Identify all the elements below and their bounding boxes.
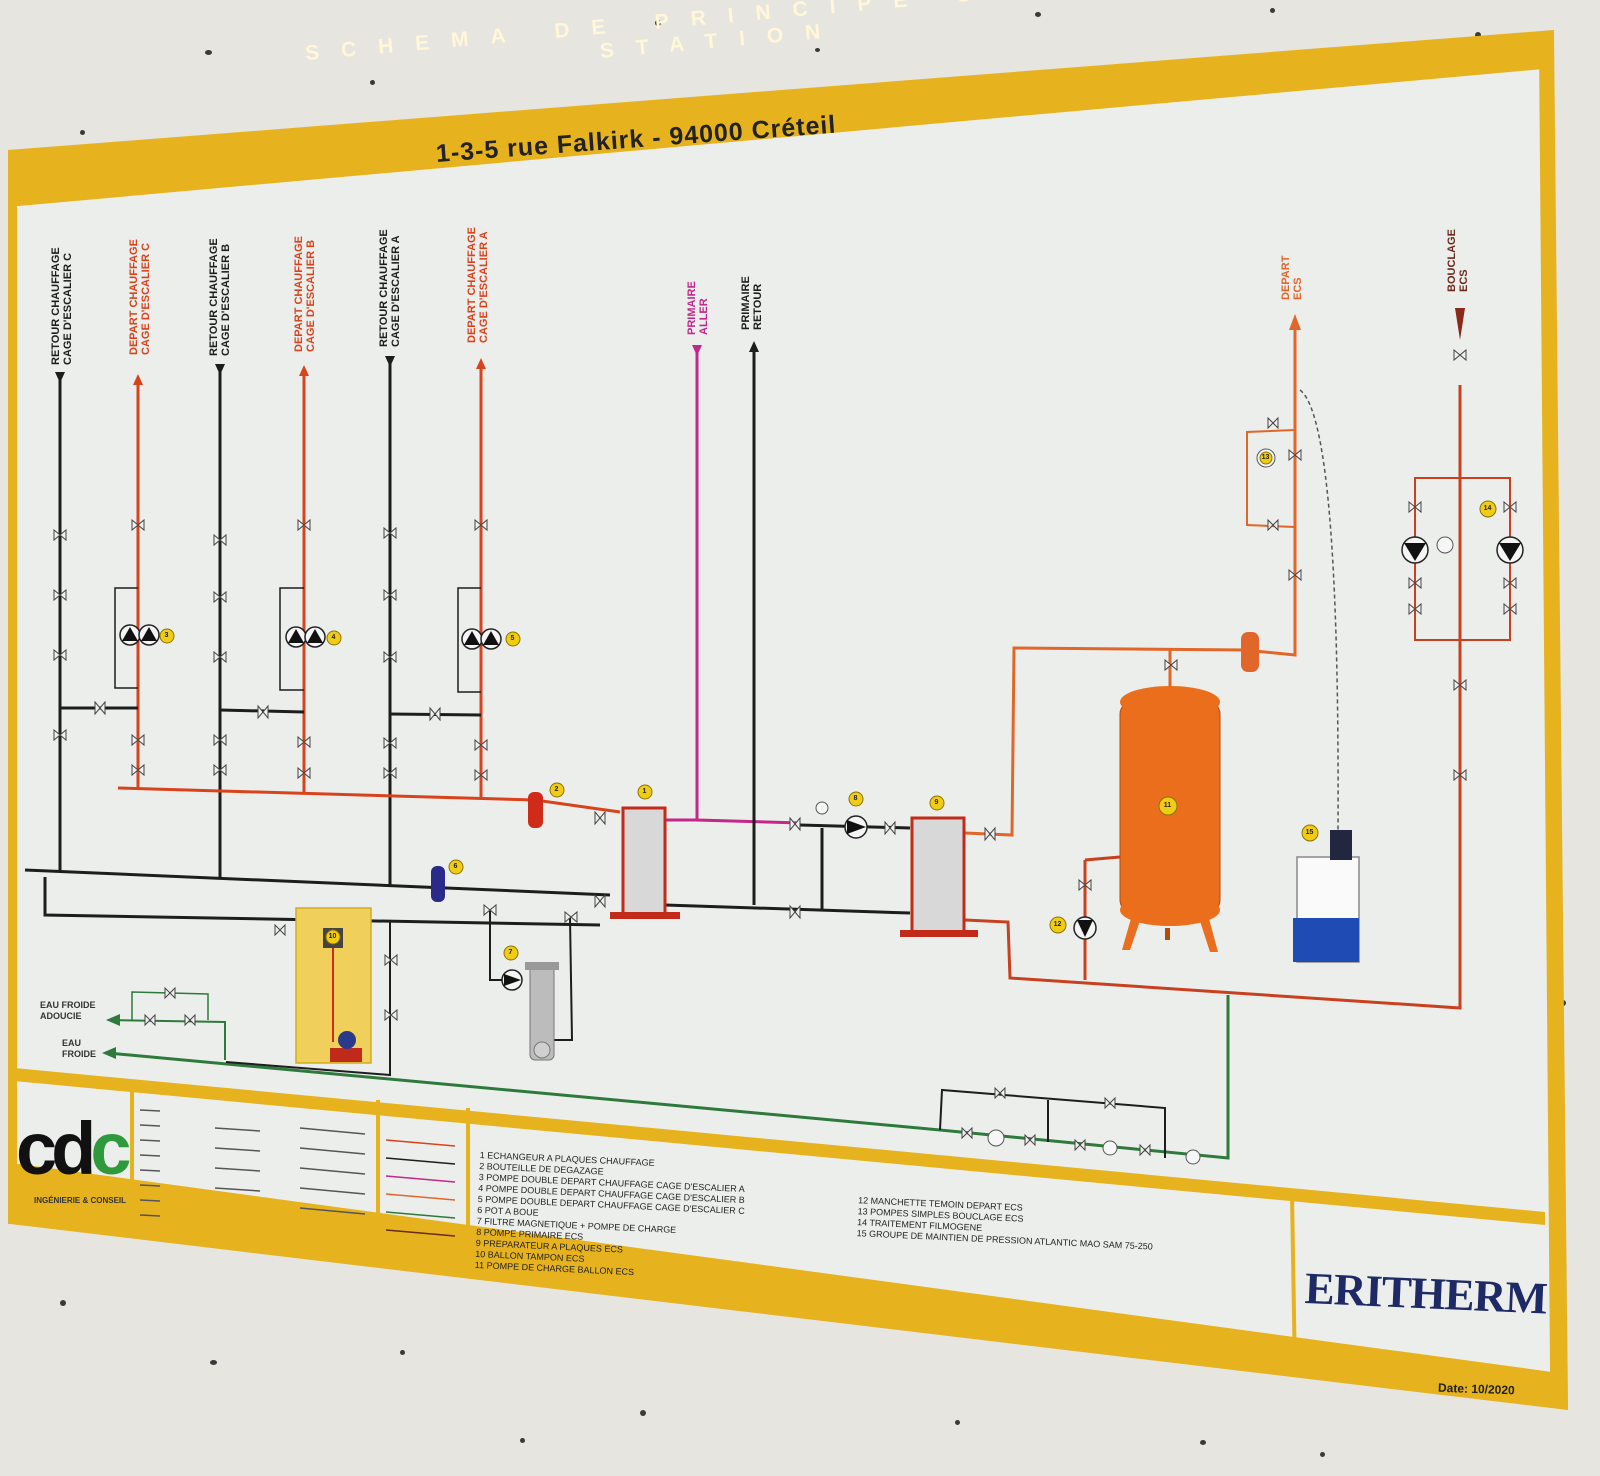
pipe-tank-to-charge	[1084, 855, 1121, 862]
wall-speck	[640, 1410, 646, 1416]
wall-speck	[815, 48, 820, 52]
red-degassing-bottle	[528, 792, 543, 828]
callout-number: 13	[1261, 454, 1270, 461]
pipe-retour-to-hx	[664, 903, 911, 915]
pump-loop-b	[279, 587, 304, 691]
pipe-ecs-meter-loop	[1246, 429, 1296, 528]
input-cold-water-label: EAU FROIDE	[62, 1038, 97, 1059]
wall-speck	[1475, 32, 1481, 38]
valves	[53, 348, 1517, 1157]
wall-speck	[60, 1300, 66, 1306]
pipe-black-collector	[24, 868, 611, 897]
cdc-subtitle: INGÉNIERIE & CONSEIL	[34, 1196, 127, 1205]
wall-speck	[1035, 12, 1041, 17]
heat-exchanger-ecs	[910, 816, 966, 935]
cdc-logo: cdc	[16, 1112, 132, 1186]
double-pump-a	[461, 628, 502, 650]
pipe-cold-bypass	[939, 1088, 1166, 1158]
pump-loop-c	[114, 587, 138, 689]
input-softened-water-label: EAU FROIDE ADOUCIE	[40, 1000, 96, 1021]
orange-ecs-witness	[1241, 632, 1259, 672]
ecs-buffer-tank	[1119, 686, 1221, 952]
arrow-softened-water	[106, 1014, 120, 1026]
callout-number: 6	[453, 863, 458, 870]
wall-speck	[1200, 1440, 1206, 1445]
callout-markers	[159, 451, 1497, 961]
pipe-primaire-aller	[695, 348, 801, 825]
callout-number: 15	[1305, 829, 1314, 836]
heat-exchanger-heating-base	[610, 912, 680, 919]
pipe-red-collector	[117, 786, 621, 814]
heat-exchanger-ecs-base	[900, 930, 978, 937]
pump-primary-ecs	[844, 815, 868, 839]
callout-number: 8	[853, 795, 858, 802]
pipe-softener-loop	[131, 991, 209, 1020]
arrow-depart-ecs	[1289, 314, 1301, 330]
arrow-primaire-retour	[749, 341, 759, 352]
callout-number: 4	[331, 634, 336, 641]
blue-mud-pot	[431, 866, 445, 902]
callout-number: 1	[642, 788, 647, 795]
cdc-logo-d: d	[51, 1107, 96, 1190]
gauge-primary	[815, 801, 829, 815]
water-meter-cold	[987, 1129, 1005, 1147]
arrow-depart-b	[299, 365, 309, 376]
legend-symbols	[139, 1109, 456, 1237]
pipe-ecs-out	[964, 320, 1297, 837]
arrow-depart-c	[133, 374, 143, 385]
cdc-logo-c1: c	[16, 1107, 57, 1190]
check-valve-cold-1	[1102, 1140, 1118, 1156]
wall-speck	[400, 1350, 405, 1355]
wall-speck	[655, 20, 661, 26]
arrow-cold-water	[102, 1047, 116, 1059]
pump-tank-charge	[1073, 916, 1097, 940]
heat-exchanger-heating	[621, 806, 667, 918]
pump-loop-a	[457, 587, 481, 693]
callout-number: 14	[1483, 505, 1492, 512]
callout-number: 7	[508, 949, 513, 956]
callout-number: 3	[164, 632, 169, 639]
arrow-retour-a	[385, 356, 395, 367]
callout-number: 12	[1053, 921, 1062, 928]
wall-speck	[210, 1360, 217, 1365]
check-valve-cold-2	[1185, 1149, 1201, 1165]
wall-speck	[1320, 1452, 1325, 1457]
callout-number: 10	[328, 933, 337, 940]
callout-number: 2	[554, 786, 559, 793]
wall-speck	[1270, 8, 1275, 13]
pipe-bouclage-loop	[1414, 477, 1511, 641]
board-panel	[17, 69, 1551, 1372]
cdc-logo-c2: c	[90, 1107, 131, 1190]
double-pump-b	[285, 626, 326, 648]
wall-speck	[80, 130, 85, 135]
gauge-bouclage	[1436, 536, 1454, 554]
pump-bouclage-left	[1401, 536, 1429, 564]
film-treatment-unit	[1293, 830, 1360, 963]
wall-speck	[520, 1438, 525, 1443]
arrow-depart-a	[476, 358, 486, 369]
board-date: Date: 10/2020	[1437, 1380, 1515, 1398]
callout-number: 11	[1163, 802, 1172, 809]
double-pump-c	[119, 624, 160, 646]
magnetic-filter	[525, 962, 559, 1061]
arrow-retour-b	[215, 364, 225, 375]
wall-speck	[370, 80, 375, 85]
arrow-primaire-aller	[692, 345, 702, 356]
wall-speck	[955, 1420, 960, 1425]
pipe-pressure	[225, 920, 391, 1077]
callout-number: 9	[934, 799, 939, 806]
sensor-dashed-line	[1299, 389, 1339, 831]
wall-speck	[205, 50, 212, 55]
legend-strip	[14, 1068, 1545, 1225]
pump-charge-filter	[501, 969, 523, 991]
pump-bouclage-right	[1496, 536, 1524, 564]
pipe-ecs-return	[964, 385, 1462, 1010]
callout-number: 5	[510, 635, 515, 642]
arrow-bouclage-ecs	[1455, 308, 1465, 340]
pipe-black-low	[43, 877, 601, 927]
arrow-retour-c	[55, 372, 65, 383]
eritherm-logo: ERITHERM	[1303, 1262, 1548, 1324]
